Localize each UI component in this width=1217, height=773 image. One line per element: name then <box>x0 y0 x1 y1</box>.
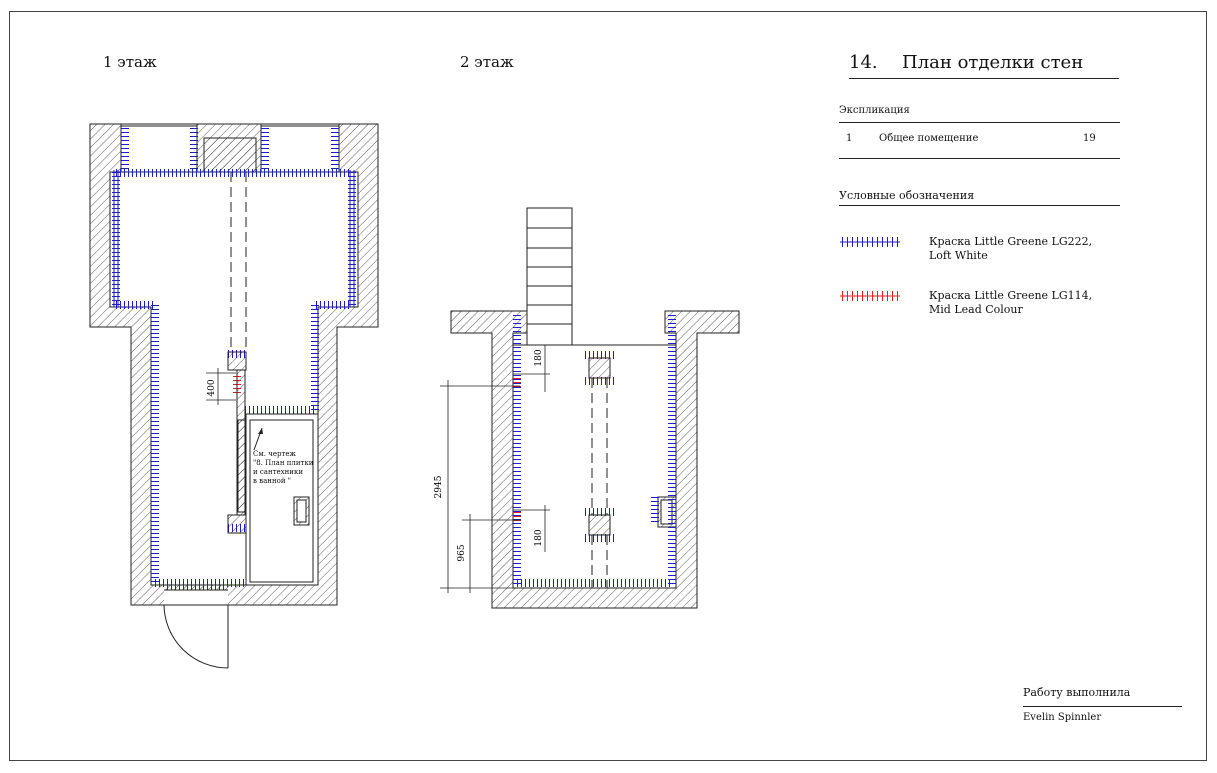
explication-heading: Экспликация <box>839 100 1120 123</box>
floor2-column-bottom <box>588 514 611 536</box>
legend-item-loft-white: Краска Little Greene LG222, Loft White <box>840 235 1120 271</box>
dim-965: 965 <box>457 544 467 561</box>
bathroom-callout: См. чертеж "8. План плитки и сантехники … <box>253 450 314 485</box>
legend-item-mid-lead: Краска Little Greene LG114, Mid Lead Col… <box>840 289 1120 325</box>
sheet-number: 14. <box>849 52 878 73</box>
signature-name: Evelin Spinnler <box>1023 712 1102 723</box>
signature-heading: Работу выполнила <box>1023 686 1182 707</box>
sheet-frame <box>9 11 1207 761</box>
explication-row: 1 Общее помещение 19 <box>839 124 1120 159</box>
floor1-label: 1 этаж <box>103 53 157 71</box>
floor1-window-right <box>260 123 340 173</box>
floor1-plan <box>89 123 379 669</box>
floor2-stairs <box>526 207 573 346</box>
floor1-column-bottom <box>227 514 247 534</box>
dim-180-top: 180 <box>534 349 544 366</box>
floor1-window-left <box>120 123 198 173</box>
red-paint-swatch-icon <box>840 291 900 301</box>
legend-heading: Условные обозначения <box>839 186 1120 206</box>
floor1-door-opening <box>164 590 228 605</box>
floor2-walls <box>450 310 740 609</box>
sheet-title-block: 14. План отделки стен <box>849 52 1119 79</box>
dim-2945: 2945 <box>434 475 444 498</box>
dim-180-bottom: 180 <box>534 529 544 546</box>
floor1-column-top <box>227 351 247 371</box>
floor2-column-top <box>588 357 611 379</box>
floor2-paint-lines <box>513 315 676 587</box>
floor1-pier <box>203 137 257 173</box>
room-index: 1 <box>846 133 853 144</box>
dim-400: 400 <box>207 379 217 396</box>
room-area: 19 <box>1083 133 1096 144</box>
floor1-door-swing <box>163 604 229 669</box>
room-name: Общее помещение <box>879 133 979 144</box>
floor2-plan <box>440 207 740 609</box>
floor2-label: 2 этаж <box>460 53 514 71</box>
sheet-title: План отделки стен <box>902 52 1084 73</box>
blue-paint-swatch-icon <box>840 237 900 247</box>
